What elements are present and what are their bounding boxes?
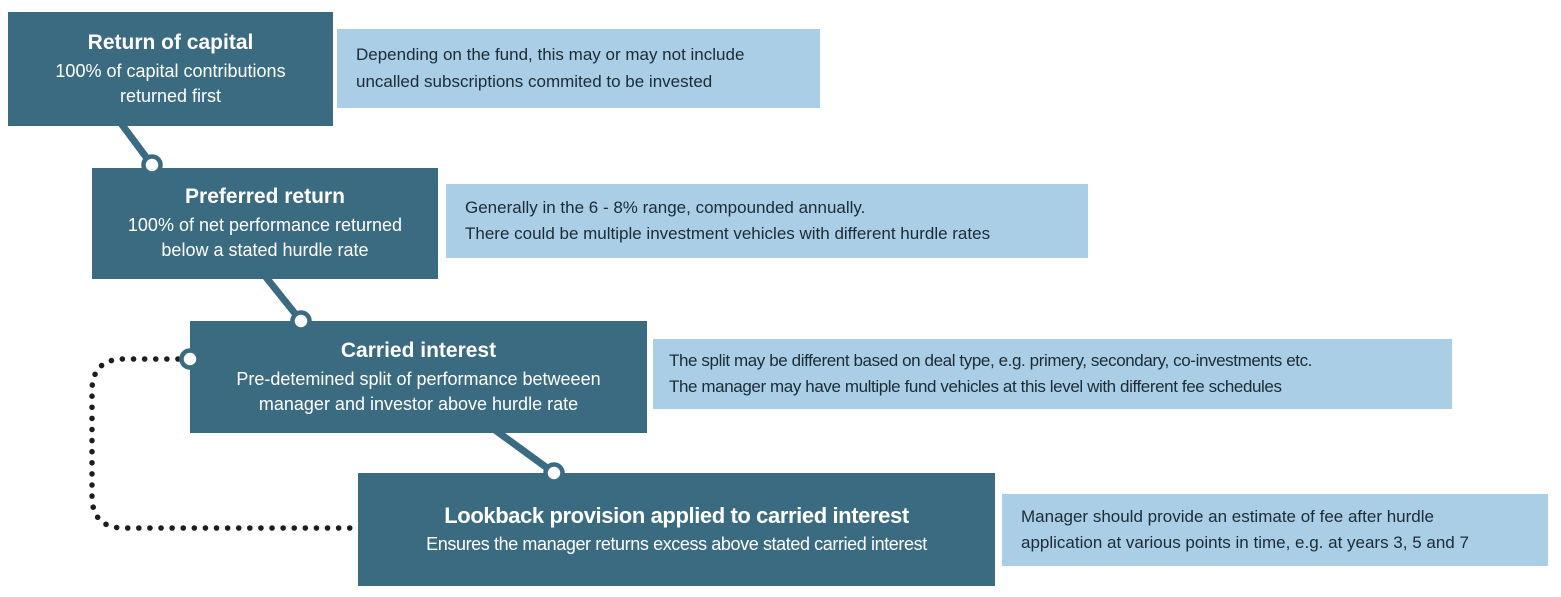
step-box-preferred-return: Preferred return 100% of net performance… [92,168,438,279]
connector-line-2 [262,273,304,324]
step-title: Preferred return [185,185,345,209]
note-text: Depending on the fund, this may or may n… [356,45,745,91]
step-subtitle: Ensures the manager returns excess above… [426,534,927,555]
step-title: Lookback provision applied to carried in… [444,502,909,528]
note-text: Manager should provide an estimate of fe… [1021,506,1469,552]
step-subtitle: 100% of capital contributions returned f… [55,60,286,106]
step-title: Return of capital [87,30,254,54]
connector-line-1 [117,119,155,168]
connector-line-3 [492,427,557,476]
note-text: Generally in the 6 - 8% range, compounde… [465,197,991,243]
note-box-preferred-return: Generally in the 6 - 8% range, compounde… [446,184,1088,258]
note-box-lookback-provision: Manager should provide an estimate of fe… [1002,494,1548,566]
note-box-return-of-capital: Depending on the fund, this may or may n… [337,29,820,108]
step-title: Carried interest [340,338,497,362]
step-box-return-of-capital: Return of capital 100% of capital contri… [8,12,333,126]
note-box-carried-interest: The split may be different based on deal… [653,339,1452,409]
step-subtitle: 100% of net performance returned below a… [127,215,403,261]
step-box-lookback-provision: Lookback provision applied to carried in… [358,473,995,586]
note-text: The split may be different based on deal… [669,350,1312,396]
step-box-carried-interest: Carried interest Pre-detemined split of … [190,321,647,433]
step-subtitle: Pre-detemined split of performance betwe… [236,368,601,414]
